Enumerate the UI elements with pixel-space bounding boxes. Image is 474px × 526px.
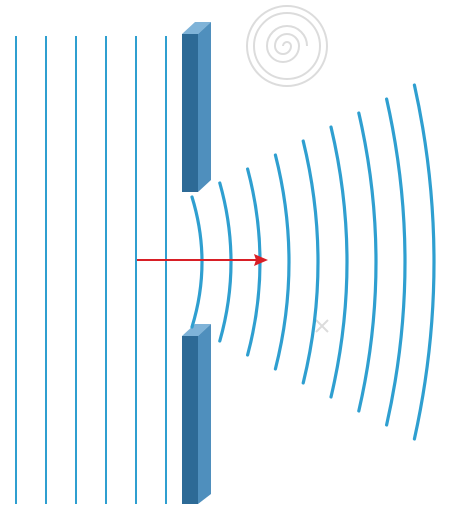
incoming-wavefronts [15,36,167,504]
diffracted-wavefront [301,139,320,385]
diffracted-wavefront [273,153,291,371]
barrier-lower [182,324,211,504]
x-mark-icon [315,319,329,333]
arrow-head [254,254,268,266]
barrier-upper-front [182,34,198,192]
diffracted-wavefront [190,195,204,329]
diffracted-wavefront [357,111,378,413]
spiral-logo-icon [265,25,308,63]
barrier-upper-top [182,22,211,34]
barrier-lower-side [198,324,211,504]
barrier-upper-side [198,22,211,192]
diffracted-wavefront [329,125,349,399]
barrier [182,22,211,504]
diffracted-wavefront [412,83,436,441]
watermark-logo [246,5,328,87]
barrier-lower-front [182,336,198,504]
diffracted-wavefront [385,97,407,427]
watermark-ring-outer [246,5,328,87]
diffracted-wavefronts [190,83,436,441]
diffracted-wavefront [218,181,233,343]
watermark-ring-inner [253,12,321,80]
barrier-lower-top [182,324,211,336]
barrier-upper [182,22,211,192]
propagation-arrow [137,254,268,266]
